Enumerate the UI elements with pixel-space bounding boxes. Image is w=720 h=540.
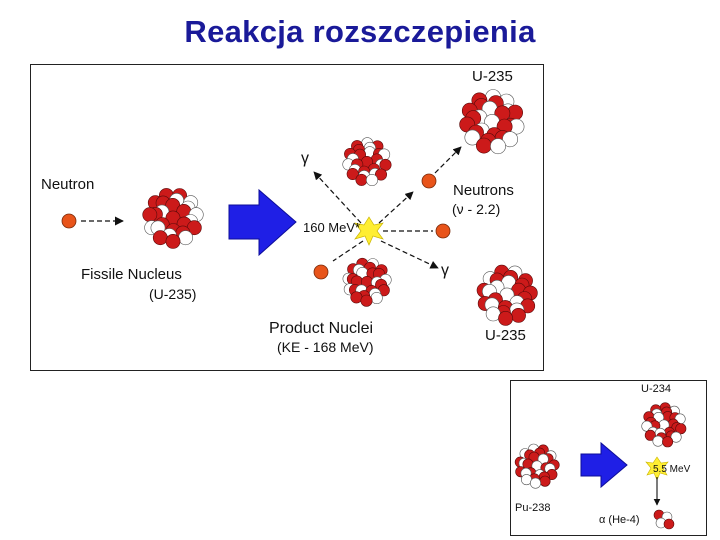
ray-gamma-top — [313, 171, 362, 224]
alpha-particle — [653, 509, 675, 530]
u235-nucleus-bottom — [476, 264, 538, 326]
u235-top-label: U-235 — [472, 68, 513, 85]
gamma-bottom-label: γ — [441, 262, 449, 279]
proton-ball — [644, 429, 656, 441]
free-neutron-right — [435, 223, 451, 239]
proton-ball — [152, 230, 168, 246]
free-neutron-left — [313, 264, 329, 280]
pu238-nucleus — [514, 443, 560, 489]
decay-arrow — [580, 441, 628, 489]
reaction-arrow — [228, 188, 297, 257]
free-neutron-top — [421, 173, 437, 189]
proton-ball — [675, 423, 687, 435]
neutron-ball — [490, 138, 506, 155]
u234-label: U-234 — [641, 383, 671, 395]
u235-bottom-label: U-235 — [485, 327, 526, 344]
u234-nucleus — [641, 402, 687, 448]
neutron-ball — [370, 292, 383, 305]
alpha-decay-panel: U-234 Pu-238 5.5 MeV α (He-4) — [510, 380, 707, 536]
proton-ball — [475, 137, 492, 154]
u235-nucleus-top — [459, 89, 525, 155]
neutron-ball — [670, 431, 682, 443]
proton-ball — [360, 294, 373, 307]
fissile-nucleus-sub: (U-235) — [149, 286, 196, 302]
neutron-ball — [529, 477, 541, 489]
alpha-decay-diagram: U-234 Pu-238 5.5 MeV α (He-4) — [514, 383, 691, 530]
proton-ball — [498, 310, 513, 326]
neutrons-sub: (ν - 2.2) — [452, 201, 500, 217]
gamma-top-label: γ — [301, 150, 309, 167]
ray-u235-top — [434, 146, 462, 174]
pu238-label: Pu-238 — [515, 502, 550, 514]
ray-neutron-top — [378, 191, 414, 224]
neutron-ball — [502, 131, 518, 148]
neutron-ball — [485, 306, 501, 322]
proton-ball — [355, 173, 368, 186]
energy-label: 160 MeV* — [303, 220, 360, 235]
alpha-label: α (He-4) — [599, 514, 640, 526]
fission-diagram: Neutron Fissile Nucleus (U-235) 160 MeV*… — [41, 68, 538, 355]
product-nuclei-label: Product Nuclei — [269, 320, 373, 337]
incoming-neutron — [61, 213, 77, 229]
product-nucleus-upper — [342, 137, 392, 187]
proton-ball — [165, 233, 181, 249]
proton-ball — [142, 207, 158, 223]
proton-ball — [662, 436, 674, 448]
proton-ball — [350, 291, 363, 304]
neutrons-label: Neutrons — [453, 182, 514, 199]
decay-energy-label: 5.5 MeV — [653, 464, 691, 475]
proton-ball — [346, 168, 359, 181]
proton-ball — [511, 307, 526, 323]
energy-flash — [354, 216, 384, 246]
neutron-ball — [178, 230, 193, 246]
proton-ball — [374, 168, 387, 181]
product-nuclei-sub: (KE - 168 MeV) — [277, 339, 373, 355]
fissile-nucleus — [142, 188, 204, 249]
fission-diagram-panel: Neutron Fissile Nucleus (U-235) 160 MeV*… — [30, 64, 544, 371]
ray-gamma-bottom — [380, 240, 439, 269]
neutron-label: Neutron — [41, 176, 94, 193]
neutron-ball — [652, 435, 664, 447]
fissile-nucleus-label: Fissile Nucleus — [81, 266, 182, 283]
neutron-ball — [464, 129, 481, 146]
page-title: Reakcja rozszczepienia — [184, 14, 536, 49]
proton-ball — [539, 475, 551, 487]
product-nucleus-lower — [342, 257, 392, 307]
ray-product-bottom — [332, 240, 364, 262]
neutron-ball — [365, 174, 378, 187]
